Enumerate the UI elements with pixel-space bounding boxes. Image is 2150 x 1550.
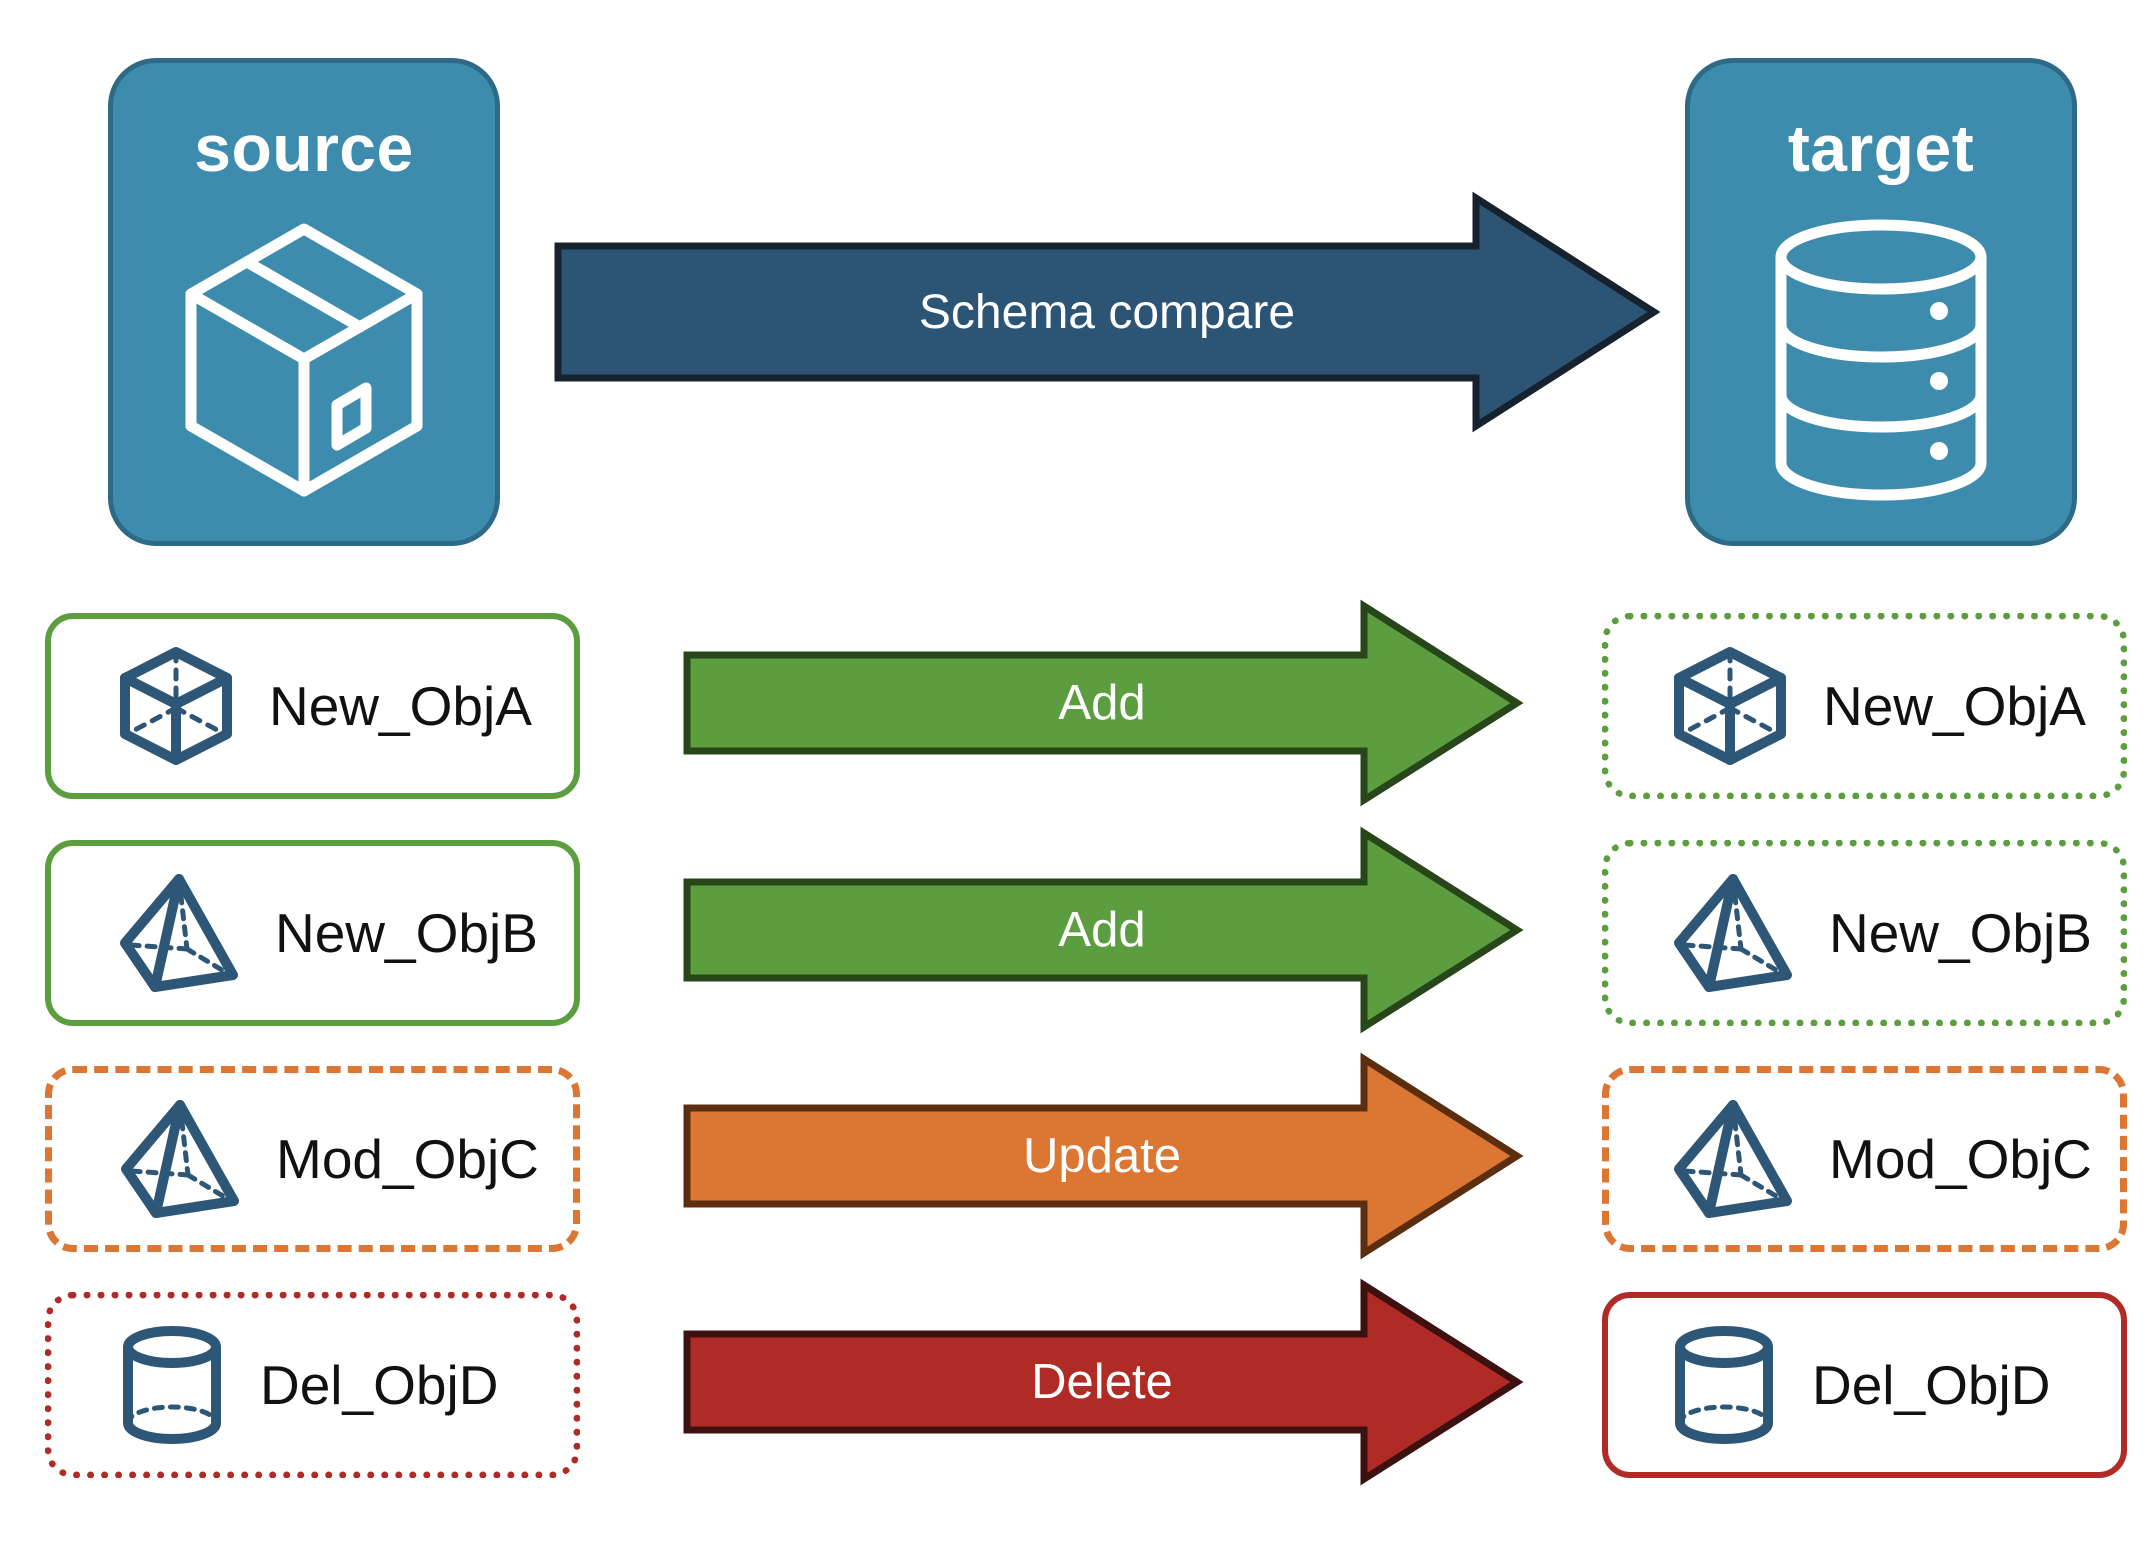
action-arrow-delete[interactable]: Delete: [683, 1278, 1524, 1486]
source-panel-title: source: [194, 111, 414, 185]
wireframe-pyramid-icon: [117, 871, 241, 995]
package-box-icon: [174, 215, 434, 505]
source-object-label: New_ObjB: [275, 902, 538, 964]
target-object-label: Mod_ObjC: [1829, 1128, 2092, 1190]
source-object-box[interactable]: Mod_ObjC: [45, 1066, 580, 1252]
source-object-label: Mod_ObjC: [276, 1128, 539, 1190]
target-object-box[interactable]: Del_ObjD: [1602, 1292, 2127, 1478]
wireframe-pyramid-icon: [1671, 871, 1795, 995]
source-object-box[interactable]: New_ObjA: [45, 613, 580, 799]
wireframe-pyramid-icon: [118, 1097, 242, 1221]
target-panel-title: target: [1787, 111, 1975, 185]
target-object-box[interactable]: Mod_ObjC: [1602, 1066, 2127, 1252]
source-object-box[interactable]: New_ObjB: [45, 840, 580, 1026]
compare-row: New_ObjB Add: [0, 826, 2150, 1040]
source-panel[interactable]: source: [108, 58, 500, 546]
wireframe-cube-icon: [117, 645, 235, 767]
target-object-box[interactable]: New_ObjB: [1602, 840, 2127, 1026]
compare-row: New_ObjA Add: [0, 599, 2150, 813]
source-object-box[interactable]: Del_ObjD: [45, 1292, 580, 1478]
wireframe-cube-icon: [1671, 645, 1789, 767]
action-arrow-add[interactable]: Add: [683, 826, 1524, 1034]
target-object-box[interactable]: New_ObjA: [1602, 613, 2127, 799]
wireframe-pyramid-icon: [1671, 1097, 1795, 1221]
source-object-label: New_ObjA: [269, 675, 532, 737]
target-object-label: Del_ObjD: [1812, 1354, 2051, 1416]
target-object-label: New_ObjB: [1829, 902, 2092, 964]
wireframe-cylinder-icon: [118, 1323, 226, 1447]
schema-compare-arrow[interactable]: Schema compare: [554, 191, 1661, 433]
compare-row: Del_ObjD Delete Del_ObjD: [0, 1278, 2150, 1492]
target-object-label: New_ObjA: [1823, 675, 2086, 737]
database-cylinder-icon: [1761, 215, 2001, 505]
action-arrow-add[interactable]: Add: [683, 599, 1524, 807]
wireframe-cylinder-icon: [1670, 1323, 1778, 1447]
action-arrow-update[interactable]: Update: [683, 1052, 1524, 1260]
compare-row: Mod_ObjC Update: [0, 1052, 2150, 1266]
target-panel[interactable]: target: [1685, 58, 2077, 546]
source-object-label: Del_ObjD: [260, 1354, 499, 1416]
